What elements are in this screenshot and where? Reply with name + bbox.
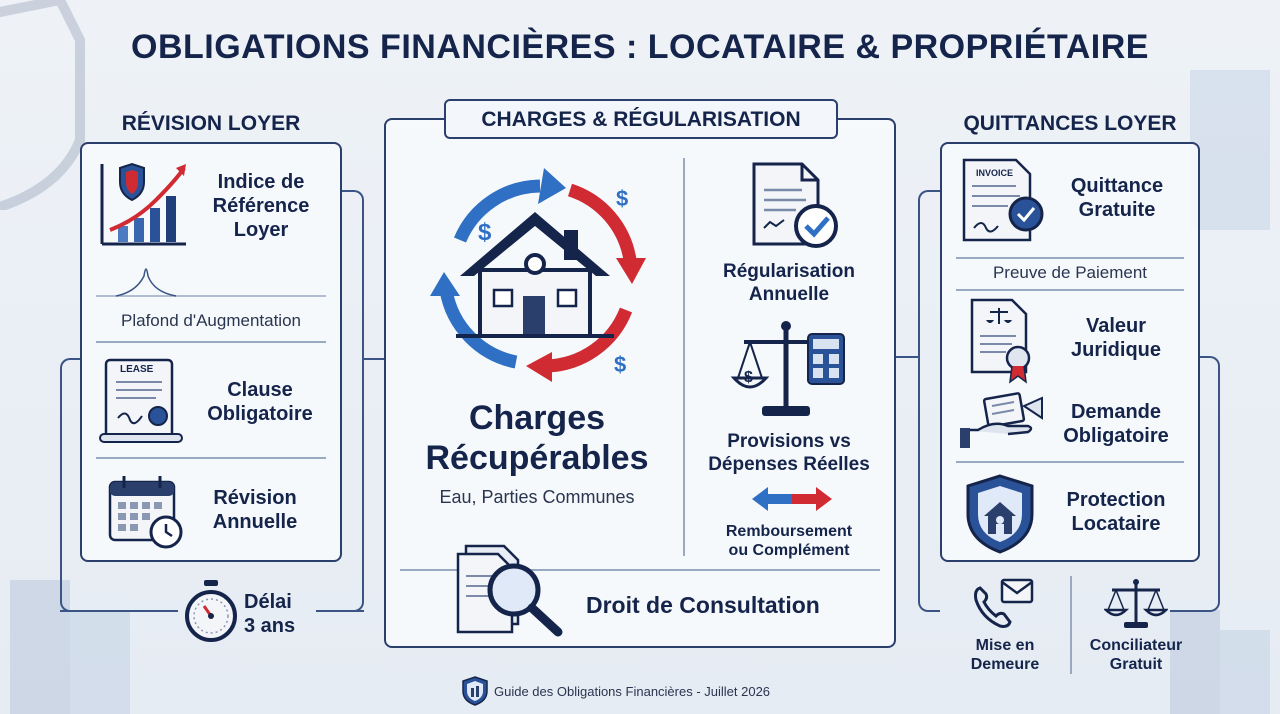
left-item-annual-revision: Révision Annuelle	[212, 487, 298, 533]
scales-calculator-icon: $	[730, 321, 845, 416]
document-magnifier-icon	[456, 544, 563, 637]
legal-document-icon	[970, 298, 1031, 384]
center-main-subtitle: Eau, Parties Communes	[439, 487, 635, 507]
connector-line	[60, 610, 178, 612]
center-item-reimbursement: Remboursement ou Complément	[725, 523, 853, 559]
building-watermark-icon	[1190, 70, 1270, 230]
right-item-legal-value: Valeur Juridique	[1070, 315, 1161, 361]
center-column-heading: CHARGES & RÉGULARISATION	[481, 108, 801, 131]
page-title: OBLIGATIONS FINANCIÈRES : LOCATAIRE & PR…	[131, 28, 1149, 66]
invoice-seal-icon	[962, 158, 1044, 242]
center-item-annual-regularisation: Régularisation Annuelle	[723, 261, 855, 305]
center-heading-box	[444, 99, 838, 139]
footer-logo-shield-icon	[462, 676, 488, 706]
lease-scroll-icon	[99, 358, 183, 443]
center-item-provisions-vs-expenses: Provisions vs Dépenses Réelles	[708, 431, 870, 475]
center-right-to-consult: Droit de Consultation	[586, 592, 820, 618]
lease-tag: LEASE	[120, 364, 154, 375]
connector-line	[918, 190, 940, 358]
left-note-increase-cap: Plafond d'Augmentation	[121, 311, 301, 330]
connector-line	[896, 356, 918, 358]
invoice-tag: INVOICE	[976, 168, 1014, 178]
right-item-mandatory-request: Demande Obligatoire	[1063, 401, 1169, 447]
divider	[956, 289, 1184, 291]
svg-text:$: $	[744, 369, 753, 386]
left-item-mandatory-clause: Clause Obligatoire	[207, 379, 313, 425]
connector-line	[60, 358, 80, 612]
svg-text:$: $	[478, 219, 492, 246]
building-watermark-icon	[1170, 610, 1270, 714]
hand-document-icon	[960, 392, 1043, 448]
shield-house-icon	[966, 474, 1034, 554]
right-note-proof-of-payment: Preuve de Paiement	[992, 263, 1148, 282]
scales-justice-icon	[1104, 579, 1168, 628]
center-main-title: Charges Récupérables	[425, 399, 649, 477]
footer-caption: Guide des Obligations Financières - Juil…	[494, 684, 771, 699]
exchange-arrows-icon	[752, 487, 832, 511]
right-bottom-free-conciliator: Conciliateur Gratuit	[1089, 637, 1183, 673]
connector-line	[342, 190, 364, 360]
connector-line	[918, 356, 940, 612]
stopwatch-icon	[185, 580, 237, 642]
right-item-free-receipt: Quittance Gratuite	[1070, 175, 1164, 221]
peak-curve-icon	[96, 268, 326, 297]
connector-line	[342, 358, 364, 612]
divider	[956, 257, 1184, 259]
rising-chart-icon	[100, 162, 186, 246]
calendar-clock-icon	[108, 476, 183, 549]
phone-mail-icon	[974, 578, 1034, 628]
document-check-icon	[752, 162, 838, 248]
right-item-tenant-protection: Protection Locataire	[1066, 489, 1166, 535]
connector-line	[1170, 610, 1200, 612]
left-column-heading: RÉVISION LOYER	[121, 112, 301, 135]
connector-line	[364, 358, 384, 360]
divider	[96, 341, 326, 343]
divider	[96, 457, 326, 459]
left-delay-3-years: Délai 3 ans	[244, 591, 296, 637]
divider	[956, 461, 1184, 463]
right-column-heading: QUITTANCES LOYER	[963, 112, 1177, 135]
charges-cycle-house-icon: $ $ $	[430, 168, 646, 382]
connector-line	[1200, 356, 1220, 612]
svg-text:$: $	[616, 186, 628, 211]
right-bottom-formal-notice: Mise en Demeure	[970, 637, 1040, 673]
center-vertical-divider	[683, 158, 685, 556]
svg-text:$: $	[614, 352, 626, 377]
left-item-reference-index: Indice de Référence Loyer	[212, 171, 310, 241]
connector-line	[316, 610, 364, 612]
shield-watermark-icon	[0, 0, 85, 210]
divider	[400, 569, 880, 571]
right-bottom-divider	[1070, 576, 1072, 674]
